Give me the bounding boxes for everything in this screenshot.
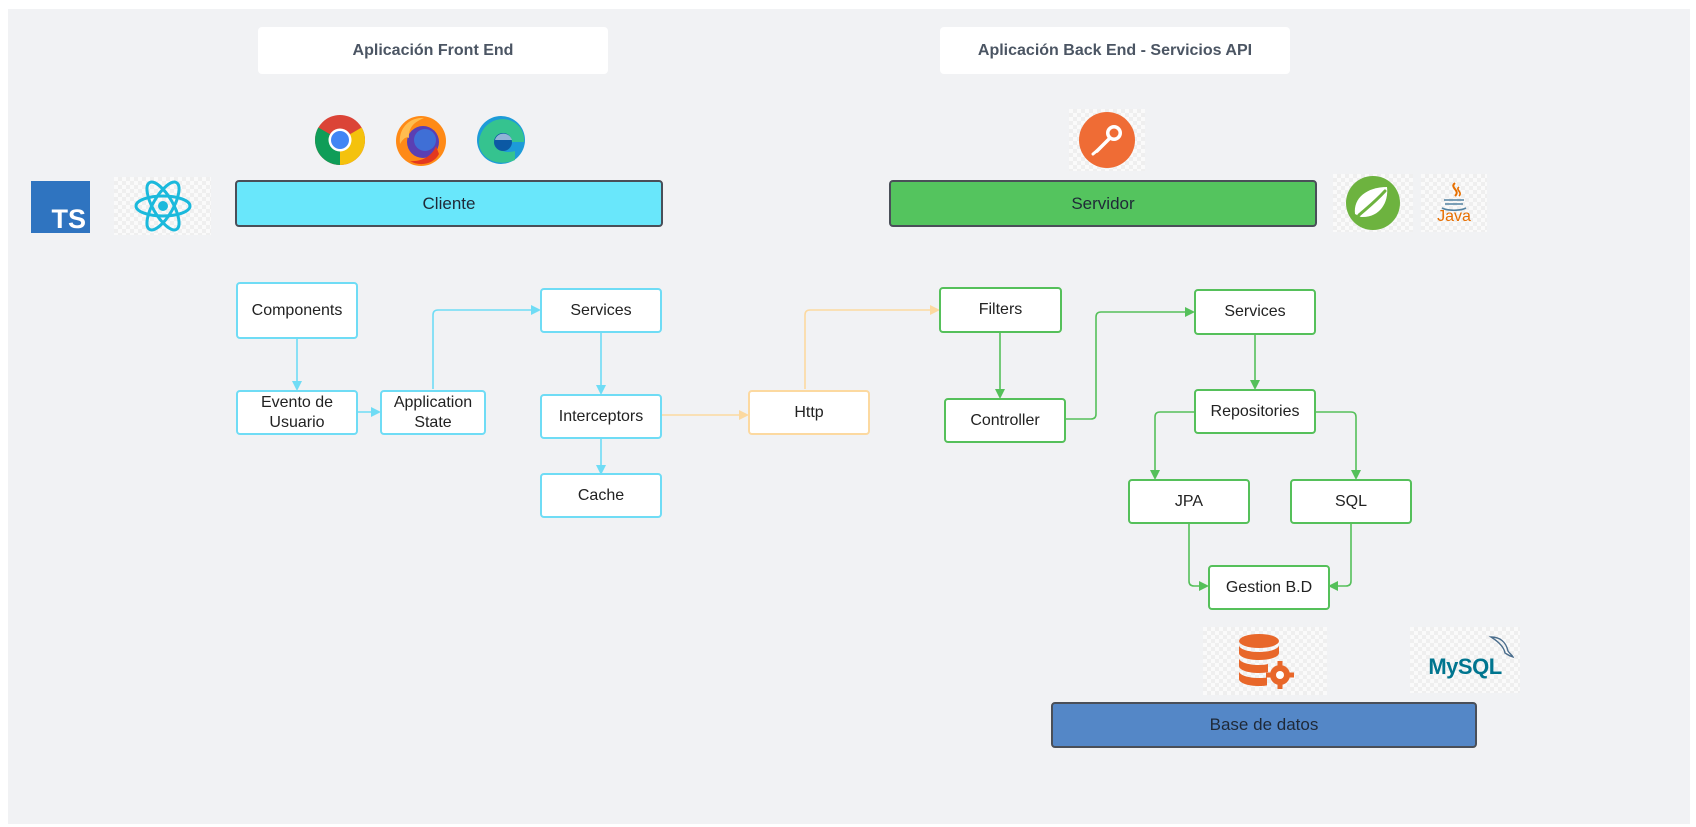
jpa-node: JPA [1128,479,1250,524]
edge-controller-to-services [1066,307,1195,420]
database-gear-icon [1203,627,1327,695]
edge-repositories-to-sql [1316,411,1361,480]
edge-jpa-to-db-management [1188,524,1209,591]
application-state-node: Application State [380,390,486,435]
spring-icon [1333,174,1413,232]
typescript-label: TS [51,204,86,234]
edge-app-state-to-services [432,305,541,389]
repositories-node: Repositories [1194,389,1316,434]
db-management-node: Gestion B.D [1208,565,1330,610]
connector-layer [292,305,1361,591]
diagram-canvas: Aplicación Front End Aplicación Back End… [8,9,1690,824]
firefox-icon [393,113,449,169]
filters-node: Filters [939,287,1062,333]
sql-node: SQL [1290,479,1412,524]
edge-sql-to-db-management [1328,524,1352,591]
react-icon [114,177,211,235]
http-node: Http [748,390,870,435]
components-node: Components [236,282,358,339]
edge-http-to-filters [804,305,940,389]
typescript-icon: TS [31,181,90,233]
mysql-icon: MySQL [1410,627,1520,693]
java-icon: Java [1421,174,1487,232]
chrome-icon [313,113,367,167]
user-event-node: Evento de Usuario [236,390,358,435]
controller-node: Controller [944,398,1066,443]
java-label: Java [1437,208,1471,225]
postman-icon [1069,109,1145,171]
dolphin-icon [1488,636,1514,658]
edge-repositories-to-jpa [1150,411,1194,480]
edge-icon [474,113,528,167]
interceptors-node: Interceptors [540,394,662,439]
back-services-node: Services [1194,289,1316,335]
back-end-header: Aplicación Back End - Servicios API [940,27,1290,74]
front-end-header: Aplicación Front End [258,27,608,74]
server-bar: Servidor [889,180,1317,227]
mysql-label: MySQL [1428,654,1502,679]
database-bar: Base de datos [1051,702,1477,748]
client-bar: Cliente [235,180,663,227]
front-services-node: Services [540,288,662,333]
cache-node: Cache [540,473,662,518]
